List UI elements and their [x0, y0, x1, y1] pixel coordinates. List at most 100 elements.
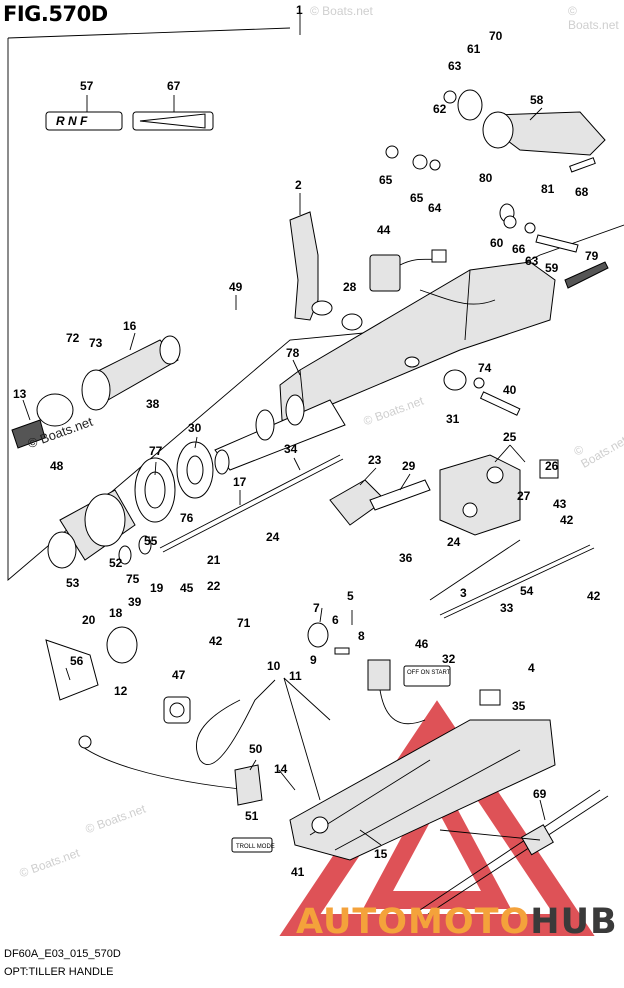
callout: 62	[433, 102, 447, 116]
callout: 43	[553, 497, 567, 511]
callout: 78	[286, 346, 300, 360]
callout: 20	[82, 613, 96, 627]
brand-part-2: HUB	[530, 902, 618, 942]
callout: 30	[188, 421, 202, 435]
callout: 66	[512, 242, 526, 256]
callout: 47	[172, 668, 186, 682]
callout: 58	[530, 93, 544, 107]
callout: 29	[402, 459, 416, 473]
callout: 14	[274, 762, 288, 776]
callout: 10	[267, 659, 281, 673]
callout: 38	[146, 397, 160, 411]
callout: 42	[209, 634, 223, 648]
callout: 36	[399, 551, 413, 565]
callout-numbers: 1 70 61 63 62 57 67 58 65 65 64 80 81 68…	[13, 3, 601, 879]
throttle-bracket-assembly	[439, 454, 521, 536]
callout: 65	[379, 173, 393, 187]
shift-lever	[289, 211, 333, 321]
callout: 39	[128, 595, 142, 609]
small-hardware	[45, 145, 559, 806]
callout: 3	[460, 586, 467, 600]
callout: 17	[233, 475, 247, 489]
shift-decal: R N F	[45, 111, 123, 131]
callout: 42	[560, 513, 574, 527]
callout: 15	[374, 847, 388, 861]
callout: 71	[237, 616, 251, 630]
callout: 75	[126, 572, 140, 586]
watermark: © Boats.net	[568, 4, 619, 32]
brand-wordmark: AUTOMOTOHUB	[296, 902, 618, 942]
tiller-pivot-bracket	[443, 89, 609, 289]
callout: 41	[291, 865, 305, 879]
diagram-code: DF60A_E03_015_570D	[4, 948, 121, 960]
callout: 46	[415, 637, 429, 651]
callout: 18	[109, 606, 123, 620]
friction-plates	[134, 441, 214, 523]
callout: 44	[377, 223, 391, 237]
callout: 74	[478, 361, 492, 375]
callout: 22	[207, 579, 221, 593]
friction-plate-23	[329, 479, 431, 526]
brand-part-1: AUTOMOTO	[296, 902, 531, 942]
callout: 24	[266, 530, 280, 544]
callout: 77	[149, 444, 163, 458]
callout: 80	[479, 171, 493, 185]
callout: 21	[207, 553, 221, 567]
callout: 4	[528, 661, 535, 675]
callout: 25	[503, 430, 517, 444]
callout: 23	[368, 453, 382, 467]
watermark: © Boats.net	[310, 4, 373, 18]
callout: 34	[284, 442, 298, 456]
callout: 11	[289, 669, 302, 683]
callout: 73	[89, 336, 103, 350]
mode-decal: OFF ON START	[403, 665, 451, 687]
callout: 27	[517, 489, 531, 503]
callout: 59	[545, 261, 559, 275]
callout: 35	[512, 699, 526, 713]
shift-decal-text: R N F	[56, 114, 88, 128]
callout: 32	[442, 652, 456, 666]
callout: 49	[229, 280, 243, 294]
callout: 60	[490, 236, 504, 250]
throttle-rod	[159, 454, 341, 549]
callout: 48	[50, 459, 64, 473]
callout: 24	[447, 535, 461, 549]
callout: 12	[114, 684, 128, 698]
callout: 40	[503, 383, 517, 397]
callout: 68	[575, 185, 589, 199]
callout: 63	[525, 254, 539, 268]
callout: 50	[249, 742, 263, 756]
frame-outline	[7, 38, 624, 581]
lanyard-cord	[196, 679, 276, 765]
callout: 33	[500, 601, 514, 615]
callout: 54	[520, 584, 534, 598]
stop-switch	[369, 249, 447, 292]
troll-decal: TROLL MODE	[231, 837, 275, 853]
callout: 28	[343, 280, 357, 294]
troll-decal-text: TROLL MODE	[236, 844, 275, 850]
diagram-description: OPT:TILLER HANDLE	[4, 966, 114, 978]
callout: 16	[123, 319, 137, 333]
callout: 19	[150, 581, 164, 595]
throttle-grip-assembly	[11, 335, 181, 569]
callout: 56	[70, 654, 84, 668]
steering-shaft	[214, 394, 346, 475]
callout: 67	[167, 79, 181, 93]
throttle-cable	[439, 544, 591, 616]
mode-decal-text: OFF ON START	[407, 670, 451, 676]
leader-lines	[22, 95, 546, 846]
callout: 5	[347, 589, 354, 603]
callout: 45	[180, 581, 194, 595]
callout: 13	[13, 387, 27, 401]
callout: 81	[541, 182, 555, 196]
callout: 65	[410, 191, 424, 205]
tow-bar	[419, 789, 609, 915]
main-switch-parts	[307, 622, 426, 725]
callout: 64	[428, 201, 442, 215]
callout: 63	[448, 59, 462, 73]
figure-title: FIG.570D	[3, 2, 108, 26]
callout: 70	[489, 29, 503, 43]
callout: 9	[310, 653, 317, 667]
callout: 26	[545, 459, 559, 473]
